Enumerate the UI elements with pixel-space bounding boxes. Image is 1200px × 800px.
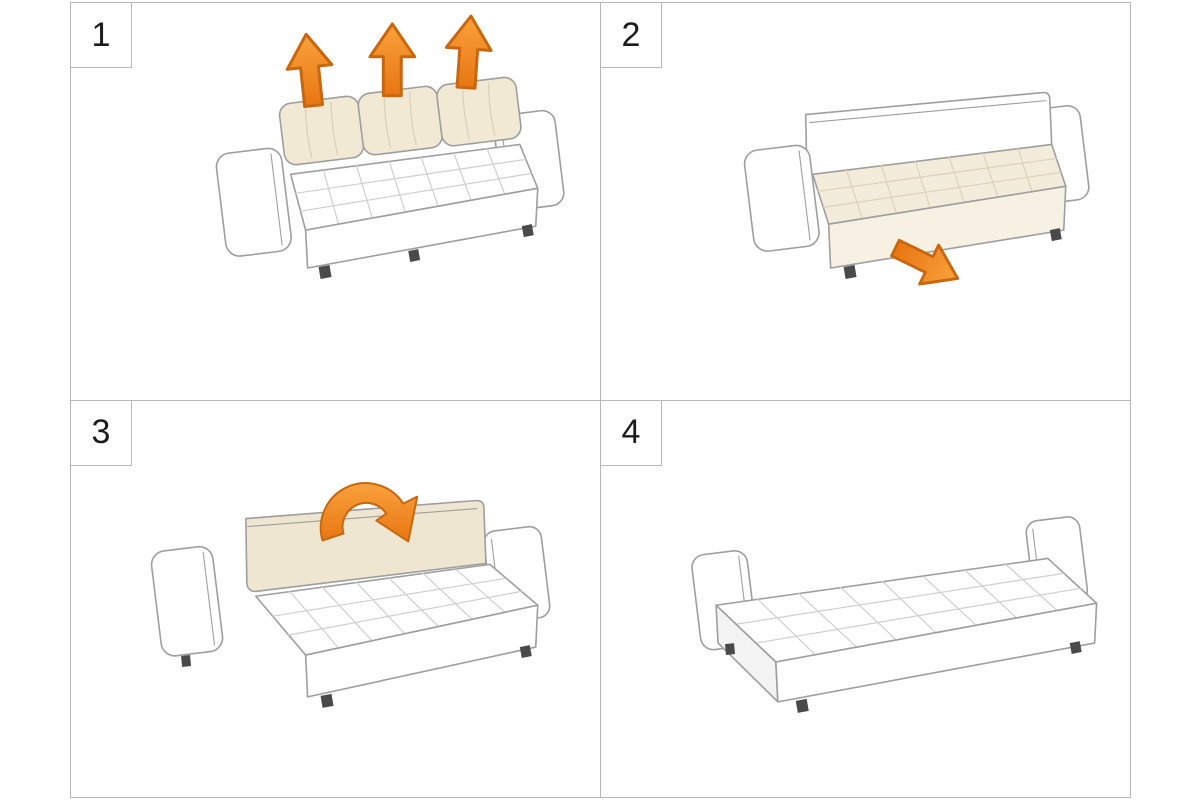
seat-cushion [289, 143, 539, 231]
sofa-illustration-step-1 [215, 14, 565, 279]
sofa-feet [181, 644, 532, 708]
sofa-feet [318, 224, 534, 279]
sofa-feet [843, 228, 1062, 279]
step-number: 1 [71, 3, 132, 68]
sofa-illustration-step-2 [743, 91, 1090, 286]
bed-front-face [775, 601, 1098, 703]
step-number: 3 [71, 400, 132, 466]
step-panel-1: 1 [71, 3, 601, 401]
step-number: 2 [601, 3, 662, 68]
pull-out-arrow-icon [890, 238, 960, 286]
sofa-illustration-step-3 [150, 481, 551, 708]
backrest-panel [245, 499, 487, 592]
pullout-base [827, 185, 1067, 269]
armrest-left [215, 147, 292, 257]
steps-grid: 1 [70, 2, 1131, 798]
step-panel-2: 2 [601, 3, 1131, 401]
step-panel-4: 4 [601, 400, 1131, 798]
pullout-base [304, 603, 539, 698]
sofa-feet [725, 640, 1082, 713]
armrest-left [150, 545, 224, 657]
armrest-left [743, 144, 820, 252]
lift-arrow-icon [285, 14, 493, 109]
fold-arrow-icon [319, 481, 419, 542]
sofa-illustration-step-4 [691, 515, 1098, 713]
step-panel-3: 3 [71, 400, 601, 798]
sofa-base [304, 187, 539, 269]
back-cushions [278, 76, 522, 166]
step-number: 4 [601, 400, 662, 466]
